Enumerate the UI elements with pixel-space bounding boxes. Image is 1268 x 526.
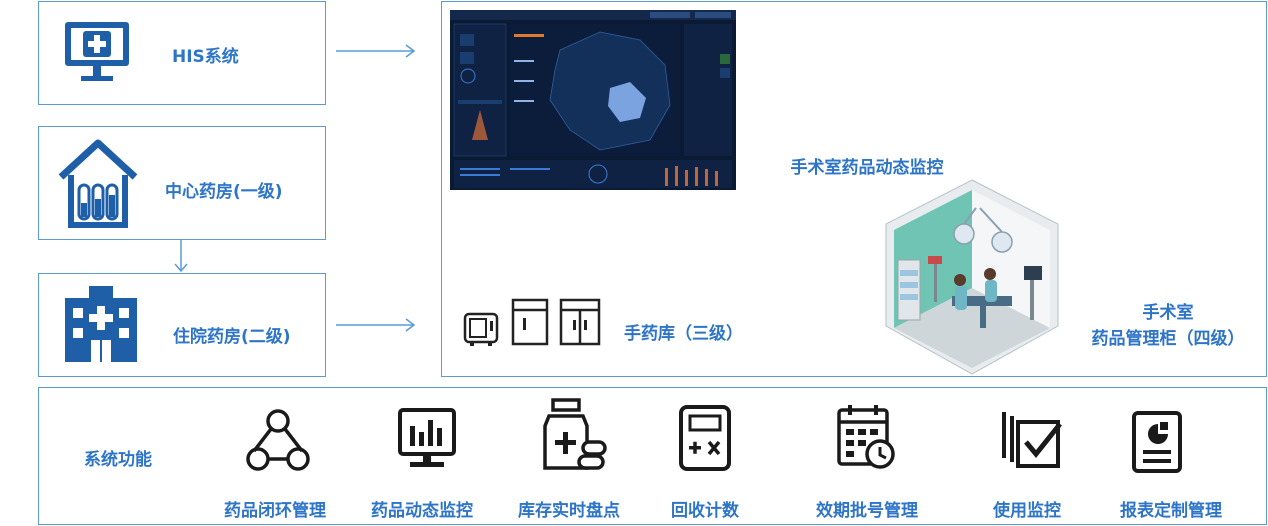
function-label-usage-monitor: 使用监控 — [993, 501, 1061, 521]
storage-cabinet-icons — [463, 298, 601, 346]
pharmacy-warehouse-icon — [58, 139, 138, 228]
operating-room-illustration — [885, 179, 1059, 375]
monitoring-dashboard-image — [450, 10, 736, 190]
function-label-inventory: 库存实时盘点 — [518, 501, 620, 521]
central-pharmacy-box: 中心药房(一级) — [38, 126, 326, 240]
his-label: HIS系统 — [172, 47, 239, 67]
inpatient-pharmacy-box: 住院药房(二级) — [38, 273, 326, 377]
calendar-clock-icon — [837, 405, 895, 469]
inpatient-pharmacy-label: 住院药房(二级) — [173, 327, 291, 347]
closed-loop-icon — [246, 409, 310, 471]
function-label-report: 报表定制管理 — [1120, 501, 1222, 521]
function-label-closed-loop: 药品闭环管理 — [224, 501, 326, 521]
his-box: HIS系统 — [38, 1, 326, 105]
arrow-central-to-inpatient — [174, 240, 188, 273]
system-functions-box — [38, 387, 1267, 525]
function-label-recycle-count: 回收计数 — [671, 501, 739, 521]
function-label-dynamic-monitor: 药品动态监控 — [371, 501, 473, 521]
central-pharmacy-label: 中心药房(一级) — [165, 182, 283, 202]
checklist-icon — [1002, 412, 1062, 468]
function-label-expiry-batch: 效期批号管理 — [816, 501, 918, 521]
monitor-chart-icon — [398, 408, 456, 467]
report-icon — [1132, 411, 1182, 473]
monitor-plus-icon — [65, 22, 129, 81]
or-cabinet-label: 手术室 药品管理柜（四级） — [1091, 303, 1245, 349]
medicine-bottle-icon — [543, 398, 607, 470]
or-monitor-label: 手术室药品动态监控 — [790, 158, 944, 178]
hospital-building-icon — [65, 286, 137, 362]
system-functions-title: 系统功能 — [84, 450, 152, 470]
arrow-his-to-right — [336, 44, 416, 58]
calculator-icon — [679, 405, 731, 471]
hand-store-label: 手药库（三级） — [624, 324, 743, 344]
arrow-inpatient-to-right — [336, 318, 416, 332]
